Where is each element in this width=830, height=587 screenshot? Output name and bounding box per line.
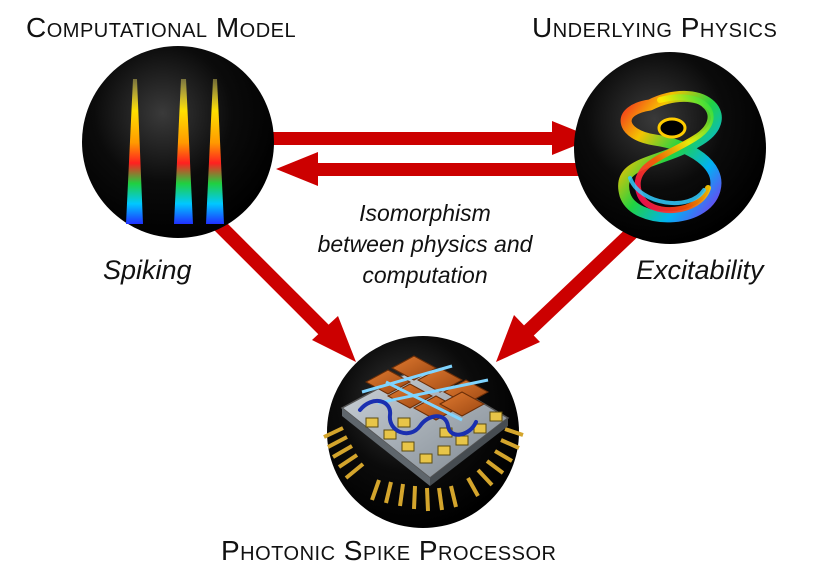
label-spiking: Spiking <box>103 255 192 285</box>
heading-underlying-physics: Underlying Physics <box>532 12 778 43</box>
arrow-model-to-processor <box>207 213 356 362</box>
chip-channels <box>361 364 489 422</box>
arrow-physics-to-processor <box>496 219 645 362</box>
isomorphism-line-1: Isomorphism <box>359 200 491 226</box>
arrow-model-to-physics <box>268 121 594 155</box>
underlying-physics-circle <box>574 52 766 244</box>
spike-train-icon <box>126 79 224 224</box>
arrow-physics-to-model <box>276 152 582 186</box>
photonic-chip-icon <box>323 355 524 512</box>
arrows <box>207 121 645 362</box>
label-excitability: Excitability <box>636 255 764 285</box>
waveguide <box>358 399 478 437</box>
photonic-processor-circle <box>323 336 524 528</box>
chip-pins <box>323 426 524 512</box>
computational-model-circle <box>82 46 274 238</box>
isomorphism-line-2: between physics and <box>317 231 533 257</box>
isomorphism-line-3: computation <box>362 262 488 288</box>
chip-components <box>365 411 503 464</box>
label-isomorphism: Isomorphism between physics and computat… <box>300 198 550 291</box>
heading-photonic-processor: Photonic Spike Processor <box>221 535 557 566</box>
heading-computational-model: Computational Model <box>26 12 297 43</box>
excitability-attractor-icon <box>618 90 722 223</box>
